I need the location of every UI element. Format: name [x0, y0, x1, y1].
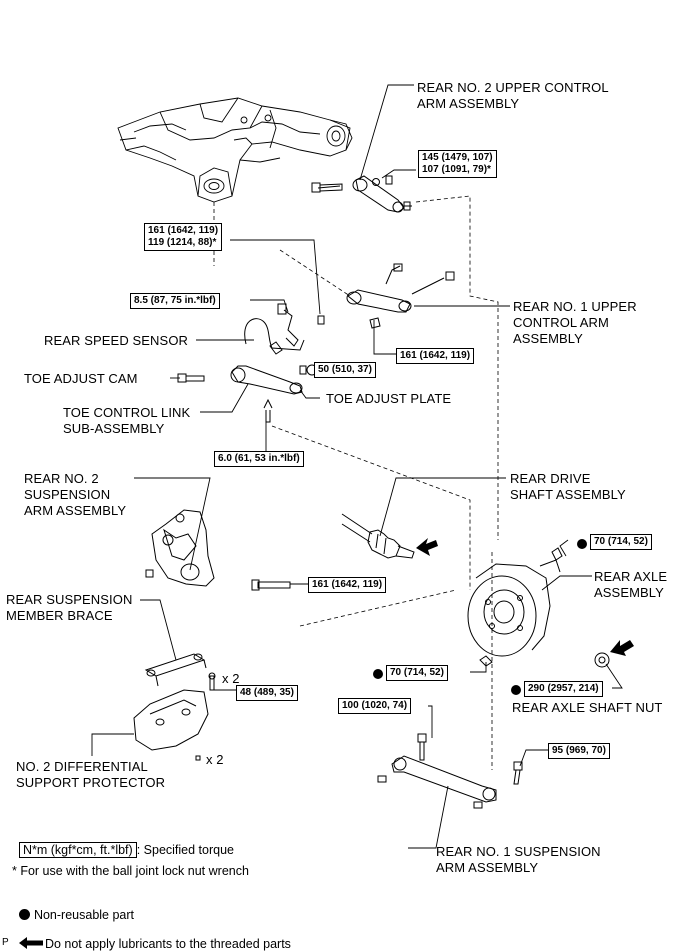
non-reusable-bullet-icon	[373, 669, 383, 679]
non-reusable-bullet-icon	[577, 539, 587, 549]
label-toe-adjust-plate: TOE ADJUST PLATE	[326, 391, 452, 406]
label-quantity-brace-bolt: x 2	[222, 671, 240, 686]
label-no2-differential-support-protector: NO. 2 DIFFERENTIAL SUPPORT PROTECTOR	[16, 759, 166, 790]
torque-100: 100 (1020, 74)	[338, 698, 412, 714]
label-rear-no1-upper-control-arm: REAR NO. 1 UPPER CONTROL ARM ASSEMBLY	[513, 299, 637, 346]
label-rear-no2-upper-control-arm: REAR NO. 2 UPPER CONTROL ARM ASSEMBLY	[417, 80, 609, 111]
no-lubricant-arrows	[416, 538, 634, 656]
alignment-dashed-lines	[213, 195, 499, 770]
torque-95: 95 (969, 70)	[548, 743, 610, 759]
legend-left-arrow-icon	[18, 937, 43, 949]
legend-ball-joint-note: * For use with the ball joint lock nut w…	[12, 864, 249, 878]
label-rear-drive-shaft: REAR DRIVE SHAFT ASSEMBLY	[510, 471, 626, 502]
rear-no1-upper-arm-drawing	[317, 263, 455, 329]
label-rear-no2-suspension-arm: REAR NO. 2 SUSPENSION ARM ASSEMBLY	[24, 471, 127, 518]
non-reusable-bullet-icon	[511, 685, 521, 695]
drive-shaft-drawing	[341, 513, 415, 559]
torque-70-lower: 70 (714, 52)	[386, 665, 448, 681]
rear-no2-upper-arm-drawing	[311, 175, 412, 213]
suspension-member-drawing	[117, 97, 353, 203]
legend-non-reusable: Non-reusable part	[12, 893, 134, 923]
torque-161-no2-arm: 161 (1642, 119)	[308, 577, 387, 593]
legend-specified-torque: N*m (kgf*cm, ft.*lbf): Specified torque	[12, 828, 234, 858]
legend-no-lubricant-text: Do not apply lubricants to the threaded …	[44, 937, 291, 951]
legend-no-lubricant: Do not apply lubricants to the threaded …	[12, 922, 291, 952]
toe-control-link-drawing	[177, 364, 318, 423]
legend-non-reusable-text: Non-reusable part	[33, 908, 135, 922]
torque-8-5: 8.5 (87, 75 in.*lbf)	[130, 293, 220, 309]
label-rear-speed-sensor: REAR SPEED SENSOR	[44, 333, 189, 348]
rear-no2-suspension-arm-drawing	[145, 509, 291, 591]
torque-161-upper: 161 (1642, 119) 119 (1214, 88)*	[144, 223, 223, 251]
legend-torque-box: N*m (kgf*cm, ft.*lbf)	[18, 842, 137, 858]
label-rear-suspension-member-brace: REAR SUSPENSION MEMBER BRACE	[6, 592, 133, 623]
label-toe-control-link: TOE CONTROL LINK SUB-ASSEMBLY	[63, 405, 191, 436]
torque-6-0: 6.0 (61, 53 in.*lbf)	[214, 451, 304, 467]
axle-nut-arrow-icon	[610, 640, 634, 656]
corner-mark: P	[2, 937, 9, 948]
torque-70-upper: 70 (714, 52)	[590, 534, 652, 550]
leader-lines	[91, 84, 623, 849]
differential-protector-drawing	[133, 689, 209, 761]
member-brace-drawing	[144, 653, 216, 691]
drive-shaft-arrow-icon	[416, 538, 438, 556]
torque-290: 290 (2957, 214)	[524, 681, 603, 697]
torque-50: 50 (510, 37)	[314, 362, 376, 378]
label-quantity-protector-bolt: x 2	[206, 752, 224, 767]
label-rear-axle-assembly: REAR AXLE ASSEMBLY	[594, 569, 668, 600]
label-rear-no1-suspension-arm: REAR NO. 1 SUSPENSION ARM ASSEMBLY	[436, 844, 601, 875]
legend-bullet-icon	[18, 909, 30, 920]
torque-145: 145 (1479, 107) 107 (1091, 79)*	[418, 150, 497, 178]
rear-axle-assembly-drawing	[467, 547, 610, 668]
torque-48: 48 (489, 35)	[236, 685, 298, 701]
torque-161-no1-upper: 161 (1642, 119)	[396, 348, 475, 364]
speed-sensor-drawing	[244, 303, 305, 355]
rear-no1-suspension-arm-drawing	[377, 733, 523, 809]
legend-torque-text: : Specified torque	[136, 843, 234, 857]
label-toe-adjust-cam: TOE ADJUST CAM	[24, 371, 138, 386]
label-rear-axle-shaft-nut: REAR AXLE SHAFT NUT	[512, 700, 663, 715]
